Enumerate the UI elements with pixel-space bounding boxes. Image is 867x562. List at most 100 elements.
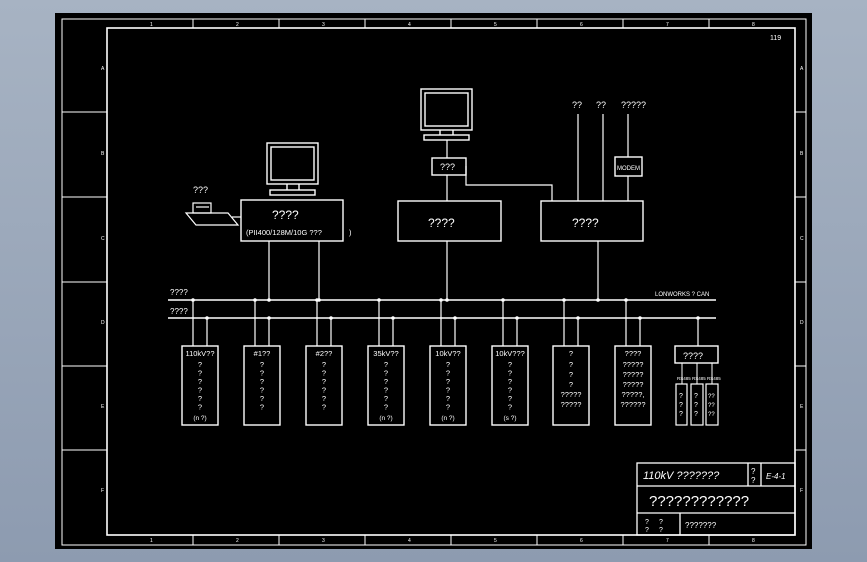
row-label: B [101, 151, 105, 157]
row-label: A [101, 66, 105, 72]
bus-node [576, 316, 580, 320]
pc2-small-label: ??? [440, 162, 455, 172]
column-label: 3 [322, 22, 325, 28]
row-label: F [101, 488, 104, 494]
unit-title: 10kV?? [435, 349, 460, 358]
unit-box-group: ????????????????????????,?????? [614, 298, 652, 426]
title-qmark: ? [751, 476, 756, 485]
bus-node [562, 298, 566, 302]
unit-line: ????? [623, 360, 644, 369]
unit-line: ????? [561, 390, 582, 399]
rs485-text: ? [679, 411, 683, 418]
unit-box [367, 345, 405, 426]
monitor-icon [266, 142, 319, 196]
rs485-hub-label: ???? [683, 351, 703, 361]
row-label: C [101, 236, 105, 242]
column-label: 5 [494, 538, 497, 544]
row-label: D [800, 320, 804, 326]
unit-line: ? [260, 394, 264, 403]
unit-box [552, 345, 590, 426]
unit-box [429, 345, 467, 426]
column-label: 7 [666, 22, 669, 28]
unit-line: ? [569, 380, 573, 389]
unit-line: ? [446, 386, 450, 395]
rs485-text: ? [694, 411, 698, 418]
row-label: D [101, 320, 105, 326]
pc1-spec: (PII400/128M/10G ??? [246, 228, 322, 237]
bus-node [377, 298, 381, 302]
title-small: ? [659, 527, 663, 534]
unit-line: ? [322, 386, 326, 395]
column-label: 2 [236, 538, 239, 544]
unit-line: ? [260, 403, 264, 412]
rs485-text: ? [694, 402, 698, 409]
unit-line: ? [198, 377, 202, 386]
pc1-label: ???? [272, 208, 299, 222]
unit-line: ? [322, 403, 326, 412]
pc2-box [397, 200, 502, 242]
bus-node [439, 298, 443, 302]
unit-box-group: #2???????? [305, 298, 343, 426]
pc2-pc3-link [465, 166, 553, 201]
unit-footnote: (n ?) [193, 415, 206, 422]
unit-line: ? [384, 394, 388, 403]
unit-line: ? [198, 369, 202, 378]
printer-label: ??? [193, 185, 208, 195]
rs485-text: ?? [708, 403, 715, 409]
column-label: 6 [580, 22, 583, 28]
unit-title: 10kV??? [495, 349, 525, 358]
unit-line: ? [260, 360, 264, 369]
line1-label: ?? [572, 100, 582, 110]
unit-line: ? [569, 360, 573, 369]
unit-footnote: (n ?) [441, 415, 454, 422]
column-label: 7 [666, 538, 669, 544]
unit-line: ? [198, 403, 202, 412]
unit-box [491, 345, 529, 426]
unit-line: ? [384, 403, 388, 412]
unit-line: ? [569, 370, 573, 379]
bus-node [267, 298, 271, 302]
unit-line: ? [322, 369, 326, 378]
rs485-device-box [690, 383, 704, 426]
unit-title: ???? [625, 349, 642, 358]
bus-node [191, 298, 195, 302]
unit-title: #1?? [254, 349, 271, 358]
unit-group: 110kV????????(n ?)#1????????#2????????35… [181, 298, 652, 426]
unit-box [181, 345, 219, 426]
bus-node [453, 316, 457, 320]
bus-node [329, 316, 333, 320]
title-small: ? [659, 519, 663, 526]
unit-box-group: #1???????? [243, 298, 281, 426]
unit-line: ? [384, 377, 388, 386]
pc3-box [540, 200, 644, 242]
bus-node [253, 298, 257, 302]
unit-line: ? [260, 369, 264, 378]
unit-line: ? [198, 360, 202, 369]
row-label: A [800, 66, 804, 72]
title-qmark: ? [751, 467, 756, 476]
unit-box [305, 345, 343, 426]
unit-box-group: ?????????????? [552, 298, 590, 426]
bus-node [638, 316, 642, 320]
zone-ticks [62, 19, 806, 545]
bus-node [596, 298, 600, 302]
title-block [636, 462, 796, 536]
bus-node [515, 316, 519, 320]
pc1-paren: ) [349, 228, 352, 237]
row-label: E [800, 404, 804, 410]
column-label: 8 [752, 22, 755, 28]
bus-node [445, 298, 449, 302]
unit-title: 35kV?? [373, 349, 398, 358]
rs485-device-box [705, 383, 719, 426]
bus-tag: LONWORKS ? CAN [655, 292, 709, 298]
title-small: ? [645, 519, 649, 526]
rs485-text: ? [679, 393, 683, 400]
unit-footnote: (n ?) [379, 415, 392, 422]
rs485-text: ? [679, 402, 683, 409]
printer-icon [184, 202, 240, 226]
unit-line: ????? [623, 370, 644, 379]
unit-line: ? [384, 386, 388, 395]
unit-line: ? [446, 369, 450, 378]
unit-box-group: 10kV?????????(s ?) [491, 298, 529, 426]
